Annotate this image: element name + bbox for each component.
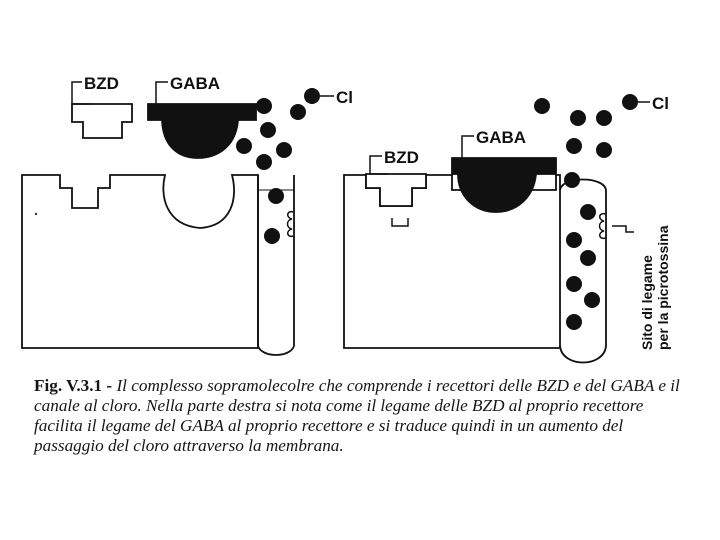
scan-speck (34, 212, 38, 216)
picrotoxin-site-label: Sito di legame per la picrotossina (639, 225, 671, 350)
chloride-ion (622, 94, 638, 110)
left-picrotoxin-site (286, 210, 295, 238)
chloride-ion (268, 188, 284, 204)
right-panel (343, 135, 634, 364)
chloride-ion (264, 228, 280, 244)
chloride-ion (304, 88, 320, 104)
chloride-ion (236, 138, 252, 154)
right-picrotoxin-site (598, 212, 607, 240)
chloride-ion (580, 250, 596, 266)
chloride-ion (566, 276, 582, 292)
right-bzd-receptor-recess (391, 218, 409, 227)
right-bzd-label-leader (369, 155, 388, 175)
chloride-ion (276, 142, 292, 158)
left-bzd-ligand (71, 103, 133, 139)
chloride-ion (570, 110, 586, 126)
chloride-ion (566, 138, 582, 154)
figure-caption: Fig. V.3.1 - Il complesso sopramolecolre… (34, 376, 694, 456)
chloride-ion (256, 98, 272, 114)
right-gaba-ligand (451, 157, 557, 213)
right-picrotoxin-leader (612, 225, 634, 233)
picrotoxin-label-line-2: per la picrotossina (655, 225, 671, 350)
left-bzd-label-leader (71, 81, 90, 105)
right-gaba-label-leader (461, 135, 474, 158)
chloride-ion (564, 172, 580, 188)
chloride-ion (596, 110, 612, 126)
chloride-ion (596, 142, 612, 158)
left-panel (21, 81, 295, 356)
picrotoxin-label-line-1: Sito di legame (639, 255, 655, 350)
left-gaba-label: GABA (170, 74, 220, 93)
chloride-ion (584, 292, 600, 308)
right-gaba-label: GABA (476, 128, 526, 147)
left-chloride-channel (257, 175, 295, 356)
left-cl-label: Cl (336, 88, 353, 107)
chloride-ion (260, 122, 276, 138)
right-bzd-ligand (365, 173, 427, 207)
left-gaba-ligand (147, 103, 257, 159)
right-chloride-ions (534, 94, 638, 330)
chloride-ion (256, 154, 272, 170)
caption-text: Il complesso sopramolecolre che comprend… (34, 376, 680, 455)
right-membrane-block (343, 174, 561, 349)
chloride-ion (534, 98, 550, 114)
chloride-ion (290, 104, 306, 120)
chloride-ion (566, 232, 582, 248)
left-bzd-label: BZD (84, 74, 119, 93)
right-bzd-label: BZD (384, 148, 419, 167)
chloride-ion (566, 314, 582, 330)
chloride-ion (580, 204, 596, 220)
right-cl-label: Cl (652, 94, 669, 113)
left-membrane-block (21, 174, 259, 349)
left-chloride-ions (236, 88, 320, 244)
caption-number: Fig. V.3.1 - (34, 376, 113, 395)
left-gaba-label-leader (155, 81, 168, 104)
